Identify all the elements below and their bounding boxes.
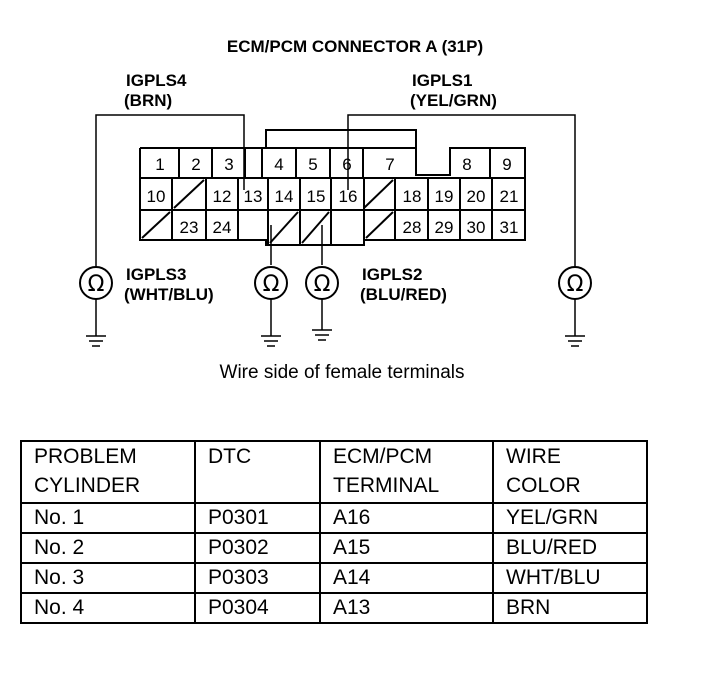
pin-number: 4 <box>274 155 283 174</box>
cell-cylinder: No. 3 <box>20 562 196 594</box>
cell-cylinder: No. 1 <box>20 502 196 534</box>
cell-dtc: P0304 <box>194 592 321 624</box>
connector-body <box>139 129 526 246</box>
cell-wire-color: WHT/BLU <box>492 562 648 594</box>
pin-number: 1 <box>155 155 164 174</box>
diagram-title: ECM/PCM CONNECTOR A (31P) <box>227 37 483 56</box>
igpls3-color: (WHT/BLU) <box>124 285 214 304</box>
svg-text:Ω: Ω <box>263 272 280 297</box>
pin-number: 19 <box>435 187 454 206</box>
pin-number: 23 <box>180 218 199 237</box>
cell-cylinder: No. 2 <box>20 532 196 564</box>
pin-number: 5 <box>308 155 317 174</box>
pin-number: 14 <box>275 187 294 206</box>
pin-number: 7 <box>385 155 394 174</box>
pin-number: 13 <box>244 187 263 206</box>
pin-number: 12 <box>213 187 232 206</box>
wires <box>95 114 576 267</box>
pin-number: 21 <box>500 187 519 206</box>
pin-number: 3 <box>224 155 233 174</box>
pin-number: 9 <box>502 155 511 174</box>
table-row: No. 3 P0303 A14 WHT/BLU <box>20 562 648 594</box>
pin-number: 24 <box>213 218 232 237</box>
svg-text:Ω: Ω <box>567 272 584 297</box>
igpls4-label: IGPLS4 <box>126 71 187 90</box>
cell-wire-color: BLU/RED <box>492 532 648 564</box>
pin-row-3: 23 24 28 29 30 31 <box>180 218 519 237</box>
ohmmeter-icon: Ω <box>79 266 113 347</box>
svg-text:Ω: Ω <box>314 272 331 297</box>
pin-number: 29 <box>435 218 454 237</box>
pin-number: 18 <box>403 187 422 206</box>
igpls2-color: (BLU/RED) <box>360 285 447 304</box>
ohmmeter-icon: Ω <box>305 266 339 341</box>
igpls1-label: IGPLS1 <box>412 71 472 90</box>
cell-terminal: A14 <box>319 562 494 594</box>
cell-dtc: P0302 <box>194 532 321 564</box>
cell-wire-color: YEL/GRN <box>492 502 648 534</box>
cell-dtc: P0303 <box>194 562 321 594</box>
cell-cylinder: No. 4 <box>20 592 196 624</box>
svg-text:Ω: Ω <box>88 272 105 297</box>
pin-number: 31 <box>500 218 519 237</box>
connector-diagram: ECM/PCM CONNECTOR A (31P) IGPLS4 (BRN) I… <box>79 37 592 383</box>
table-row: No. 1 P0301 A16 YEL/GRN <box>20 502 648 534</box>
cell-terminal: A16 <box>319 502 494 534</box>
cell-dtc: P0301 <box>194 502 321 534</box>
table-row: No. 2 P0302 A15 BLU/RED <box>20 532 648 564</box>
igpls4-color: (BRN) <box>124 91 172 110</box>
igpls3-label: IGPLS3 <box>126 265 186 284</box>
pin-number: 10 <box>147 187 166 206</box>
igpls2-label: IGPLS2 <box>362 265 422 284</box>
cell-terminal: A15 <box>319 532 494 564</box>
pin-number: 28 <box>403 218 422 237</box>
ohmmeter-icon: Ω <box>254 266 288 347</box>
pin-number: 15 <box>307 187 326 206</box>
cell-terminal: A13 <box>319 592 494 624</box>
header-dtc: DTC <box>194 440 321 504</box>
pin-number: 30 <box>467 218 486 237</box>
pin-number: 20 <box>467 187 486 206</box>
diagram-caption: Wire side of female terminals <box>220 362 465 383</box>
pin-number: 8 <box>462 155 471 174</box>
pin-row-1: 1 2 3 4 5 6 7 8 9 <box>155 155 511 174</box>
pin-number: 2 <box>191 155 200 174</box>
pin-number: 16 <box>339 187 358 206</box>
ohmmeter-icon: Ω <box>558 266 592 347</box>
igpls1-color: (YEL/GRN) <box>410 91 497 110</box>
cell-wire-color: BRN <box>492 592 648 624</box>
table-row: No. 4 P0304 A13 BRN <box>20 592 648 624</box>
pin-row-2: 10 12 13 14 15 16 18 19 20 21 <box>147 187 519 206</box>
pin-number: 6 <box>342 155 351 174</box>
